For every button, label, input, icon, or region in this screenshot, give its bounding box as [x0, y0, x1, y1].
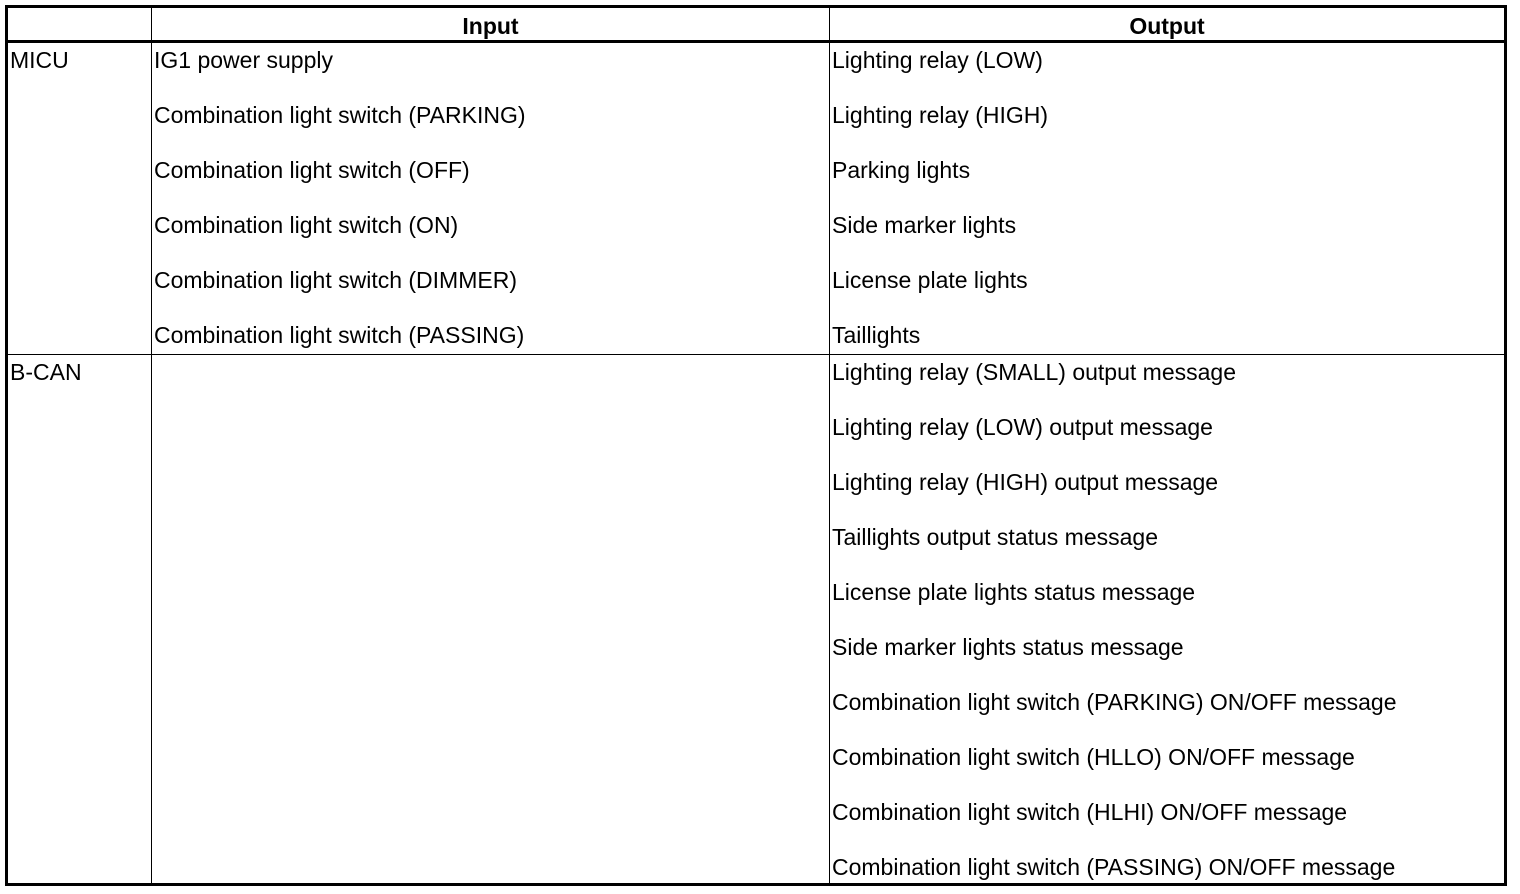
system-label-bcan: B-CAN [8, 355, 152, 883]
bcan-inputs-cell [152, 355, 830, 883]
output-signal-item: Combination light switch (PASSING) ON/OF… [832, 854, 1396, 880]
header-output: Output [830, 8, 1504, 43]
output-signal-item: Combination light switch (PARKING) ON/OF… [832, 689, 1397, 715]
input-signal-item: Combination light switch (DIMMER) [154, 267, 517, 293]
input-signal-item: Combination light switch (PASSING) [154, 322, 525, 348]
input-signal-item: Combination light switch (PARKING) [154, 102, 526, 128]
header-corner-cell [8, 8, 152, 43]
output-signal-item: Lighting relay (HIGH) [832, 102, 1049, 128]
output-signal-item: Lighting relay (HIGH) output message [832, 469, 1219, 495]
output-signal-item: Parking lights [832, 157, 971, 183]
output-signal-item: Lighting relay (SMALL) output message [832, 359, 1236, 385]
output-signal-item: Side marker lights [832, 212, 1017, 238]
output-signal-item: License plate lights [832, 267, 1028, 293]
output-signal-item: License plate lights status message [832, 579, 1196, 605]
micu-outputs-cell: Lighting relay (LOW) Lighting relay (HIGH… [830, 43, 1504, 355]
output-signal-item: Side marker lights status message [832, 634, 1184, 660]
input-signal-item: IG1 power supply [154, 47, 333, 73]
input-signal-item: Combination light switch (ON) [154, 212, 459, 238]
system-label-micu: MICU [8, 43, 152, 355]
micu-output-list: Lighting relay (LOW) Lighting relay (HIGH… [830, 43, 1504, 354]
header-input: Input [152, 8, 830, 43]
output-signal-item: Combination light switch (HLHI) ON/OFF m… [832, 799, 1348, 825]
output-signal-item: Combination light switch (HLLO) ON/OFF m… [832, 744, 1355, 770]
output-signal-item: Taillights output status message [832, 524, 1159, 550]
output-signal-item: Lighting relay (LOW) output message [832, 414, 1213, 440]
output-signal-item: Taillights [832, 322, 921, 348]
input-signal-item: Combination light switch (OFF) [154, 157, 470, 183]
output-signal-item: Lighting relay (LOW) [832, 47, 1043, 73]
